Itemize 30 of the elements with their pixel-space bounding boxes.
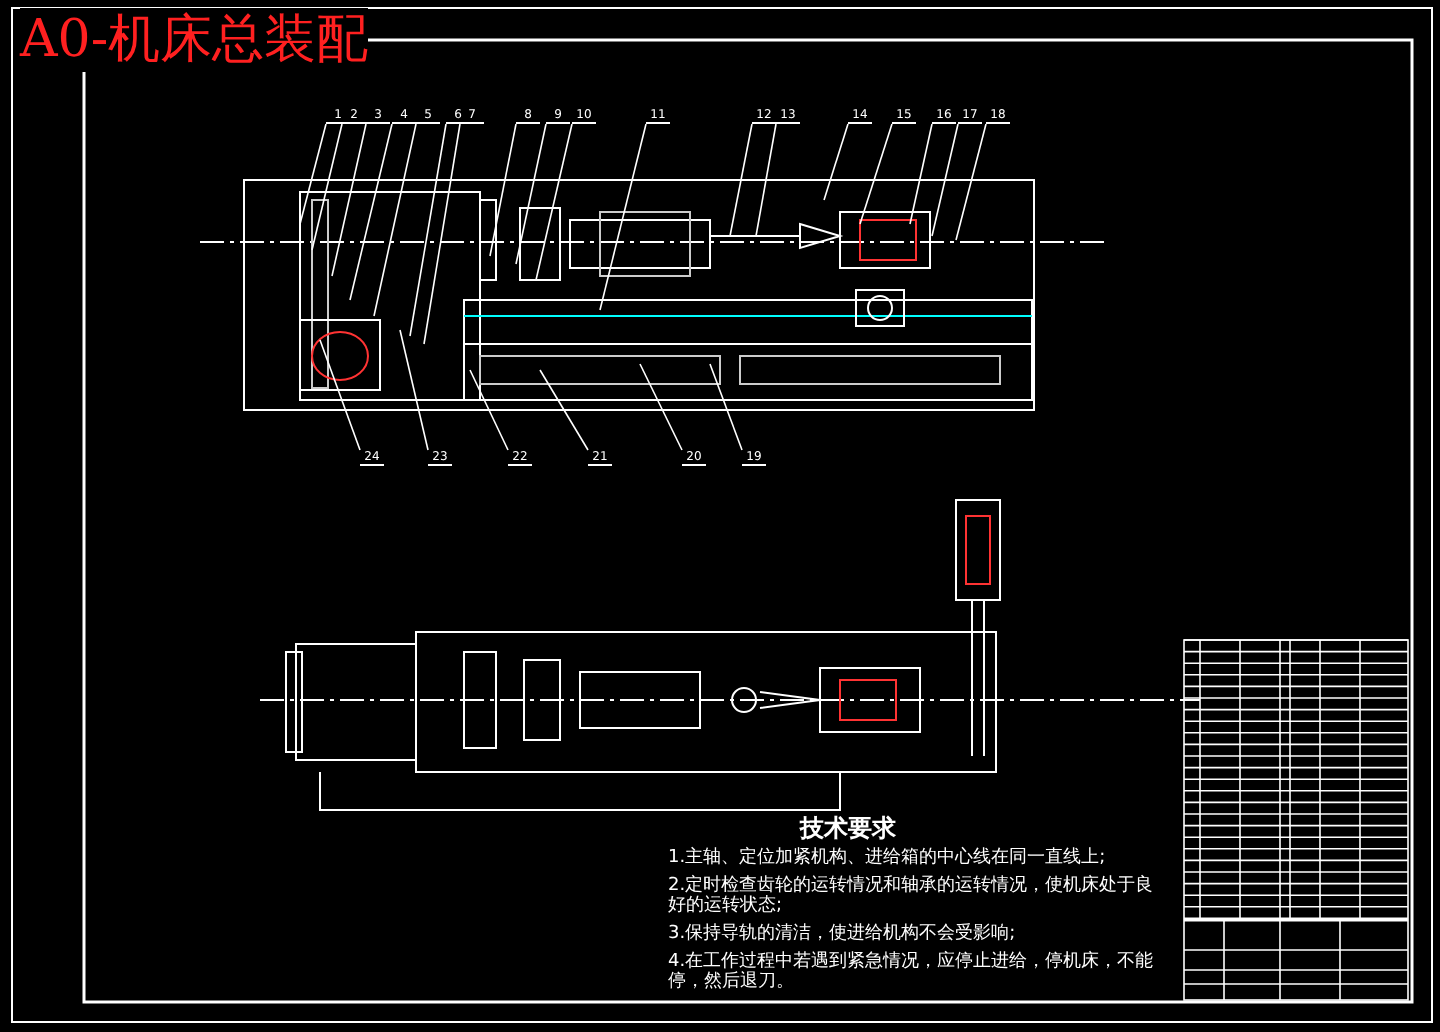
leader-line [535, 123, 573, 281]
requirement-note: 4.在工作过程中若遇到紧急情况，应停止进给，停机床，不能停，然后退刀。 [668, 952, 1156, 992]
leader-line [539, 369, 589, 451]
leader-line [729, 123, 753, 237]
leader-line [639, 363, 683, 451]
requirements-heading: 技术要求 [800, 816, 896, 842]
requirement-note: 2.定时检查齿轮的运转情况和轴承的运转情况，使机床处于良好的运转状态; [668, 876, 1156, 916]
leader-line [299, 123, 327, 225]
drawing-title: A0-机床总装配 [20, 8, 369, 72]
leader-line [469, 369, 509, 451]
leader-line [319, 339, 361, 451]
requirement-note: 3.保持导轨的清洁，使进给机构不会受影响; [668, 924, 1018, 944]
leader-line [489, 123, 517, 257]
leader-line [409, 123, 447, 337]
leader-line [331, 123, 367, 277]
leader-line [909, 123, 933, 225]
leader-line [399, 329, 429, 451]
leader-line [859, 123, 893, 225]
leader-line [599, 123, 647, 311]
leader-line [931, 123, 959, 237]
leader-line [423, 123, 461, 345]
leader-line [709, 363, 743, 451]
leader-line [311, 123, 343, 251]
leader-line [349, 123, 393, 301]
leader-line [823, 123, 849, 201]
leader-line [755, 123, 777, 237]
leader-line [955, 123, 987, 241]
leader-line [515, 123, 547, 265]
leader-line [373, 123, 417, 317]
requirement-note: 1.主轴、定位加紧机构、进给箱的中心线在同一直线上; [668, 848, 1108, 868]
